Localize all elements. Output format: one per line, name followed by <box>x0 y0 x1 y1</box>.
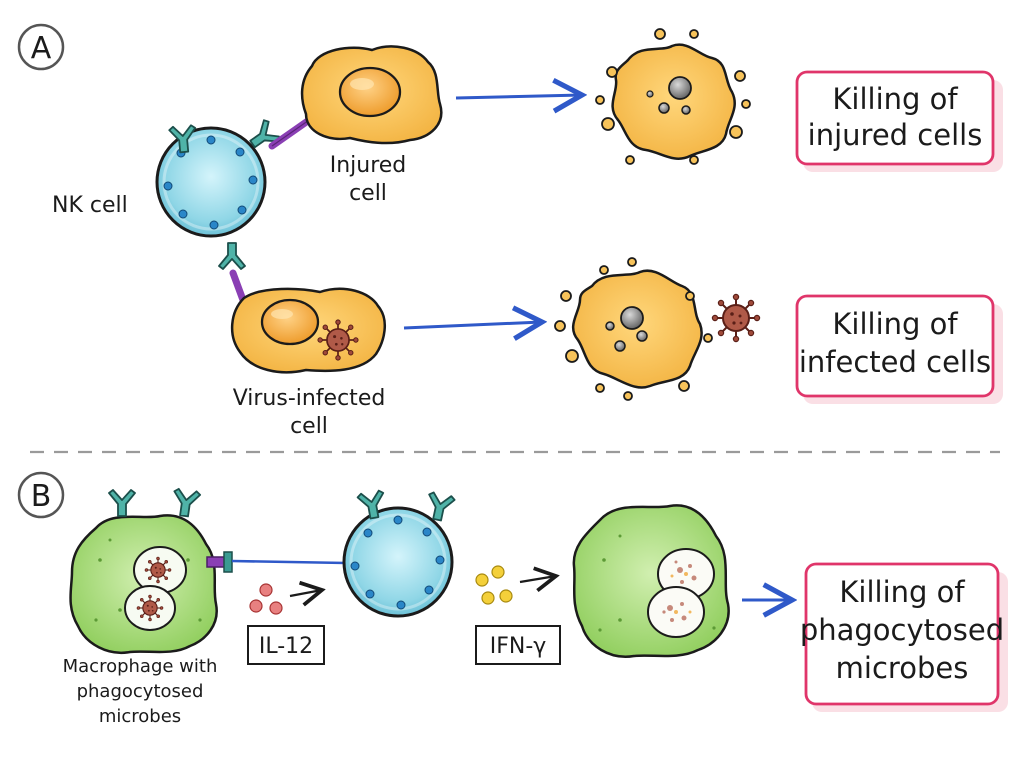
panel-b: B Macrophage with phagocytosed microbes <box>17 471 1008 727</box>
injured-cell <box>300 45 443 145</box>
result-injured-line1: Killing of <box>832 82 958 116</box>
virus-infected-cell <box>231 287 386 374</box>
il12-arrow <box>289 590 322 596</box>
result-box-microbes: Killing of phagocytosed microbes <box>800 562 1008 712</box>
panel-a-letter-badge: A <box>17 23 65 71</box>
result-infected-line1: Killing of <box>832 307 958 341</box>
phagocytosed-microbe-icon <box>136 594 164 622</box>
nk-receptor-bottom-icon <box>218 242 246 270</box>
result-microbes-line2: phagocytosed <box>800 613 1004 647</box>
macrophage-receptor-right-icon <box>170 487 202 519</box>
virus-icon <box>317 319 359 361</box>
il12-tag: IL-12 <box>247 625 325 665</box>
il12-dots <box>249 583 283 615</box>
nk-cell <box>155 117 283 270</box>
macrophage-label-line1: Macrophage with <box>63 656 218 677</box>
ifn-arrow <box>519 576 556 582</box>
ifn-label: IFN-γ <box>490 634 547 659</box>
nk-cell-label: NK cell <box>52 193 128 218</box>
degraded-microbe-icon <box>662 602 692 622</box>
injured-cell-label-line2: cell <box>349 181 387 206</box>
arrow-infected <box>403 322 542 328</box>
arrow-injured <box>455 95 582 98</box>
result-injured-line2: injured cells <box>808 118 983 152</box>
virus-cell-label-line1: Virus-infected <box>233 386 386 411</box>
nk-cell-b <box>342 489 457 618</box>
il12-label: IL-12 <box>259 634 313 659</box>
ligand-link-virus <box>229 269 247 304</box>
result-microbes-line3: microbes <box>836 651 969 685</box>
injured-cell-label-line1: Injured <box>330 153 407 178</box>
degraded-microbe-icon <box>670 560 697 584</box>
interaction-line <box>231 559 347 565</box>
macrophage <box>69 487 218 655</box>
phagocytosed-microbe-icon <box>144 556 172 584</box>
macrophage-receptor-left-icon <box>108 489 136 517</box>
panel-b-letter-badge: B <box>17 471 65 519</box>
macrophage-label-line3: microbes <box>99 706 181 727</box>
panel-a-letter: A <box>31 31 52 66</box>
released-virus-icon <box>711 293 761 343</box>
dying-infected-cell <box>554 257 713 401</box>
dying-injured-cell <box>595 28 751 165</box>
result-infected-line2: infected cells <box>799 345 991 379</box>
ligand-link-injured <box>268 114 316 150</box>
macrophage-label-line2: phagocytosed <box>77 681 204 702</box>
result-box-infected: Killing of infected cells <box>795 294 1003 404</box>
panel-b-letter: B <box>31 479 52 514</box>
ifn-dots <box>475 565 513 605</box>
virus-cell-label-line2: cell <box>290 414 328 439</box>
panel-a: A NK cell Injured cell <box>17 23 1003 439</box>
activated-macrophage <box>572 504 730 658</box>
result-box-injured: Killing of injured cells <box>795 70 1003 172</box>
result-microbes-line1: Killing of <box>839 575 965 609</box>
ifn-tag: IFN-γ <box>475 625 561 665</box>
